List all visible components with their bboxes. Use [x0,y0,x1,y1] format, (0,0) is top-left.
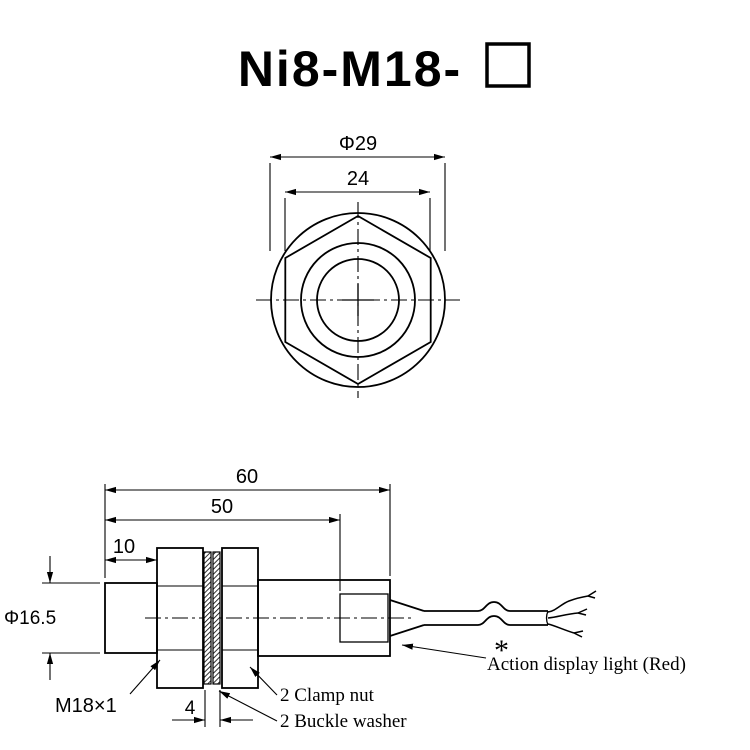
dim-across-flats: 24 [284,168,431,251]
buckle-washer-1 [203,551,212,685]
dim-washer-stack-label: 4 [185,698,196,719]
clamp-nut-leader [249,666,278,696]
buckle-washer-label: 2 Buckle washer [280,711,407,732]
side-view: 60 50 10 Φ16.5 4 [4,466,686,732]
sensing-core-circle [316,258,400,342]
clamp-nut-callout: 2 Clamp nut [249,666,375,706]
thread-spec: M18×1 [55,659,161,717]
buckle-washer-leader [218,690,278,722]
indicator-light-window [339,593,389,643]
cable-taper-bottom [389,624,425,637]
wire-ends [547,590,597,638]
sensor-barrel [257,579,391,657]
action-light-leader [401,643,487,659]
cable-taper-top [389,599,425,612]
dim-thread-length: 50 [105,496,341,591]
dim-thread-length-label: 50 [211,496,233,518]
model-variant-box [485,42,531,88]
dim-across-flats-label: 24 [347,168,369,190]
thread-spec-label: M18×1 [55,695,117,717]
hex-nut-outline [284,214,432,386]
dim-outer-diameter-label: Φ29 [339,133,377,155]
clamp-nut-label: 2 Clamp nut [280,685,375,706]
dim-washer-stack: 4 [172,690,253,727]
title-block: Ni8-M18- [238,41,531,97]
thread-spec-leader [129,659,161,695]
dim-outer-diameter: Φ29 [269,133,446,251]
model-title: Ni8-M18- [238,41,462,97]
action-light-label: Action display light (Red) [487,654,686,675]
dim-head-diameter-label: Φ16.5 [4,608,56,629]
clamp-nut-1 [156,547,204,689]
buckle-washer-callout: 2 Buckle washer [218,690,407,732]
footnote-asterisk: * [494,634,509,667]
cable-end-cap [545,610,549,626]
dim-head-length: 10 [105,536,157,564]
top-view: Φ29 24 [256,133,460,398]
dim-head-length-label: 10 [113,536,135,558]
buckle-washer-2 [212,551,221,685]
cable [389,590,597,638]
cable-bottom-line [424,615,548,626]
washer-outer-circle [270,212,446,388]
action-light-callout: * Action display light (Red) [401,634,686,675]
barrel-circle [300,242,416,358]
dim-total-length: 60 [104,466,391,578]
dim-total-length-label: 60 [236,466,258,488]
dim-head-diameter: Φ16.5 [4,556,100,680]
cable-top-line [424,601,548,612]
